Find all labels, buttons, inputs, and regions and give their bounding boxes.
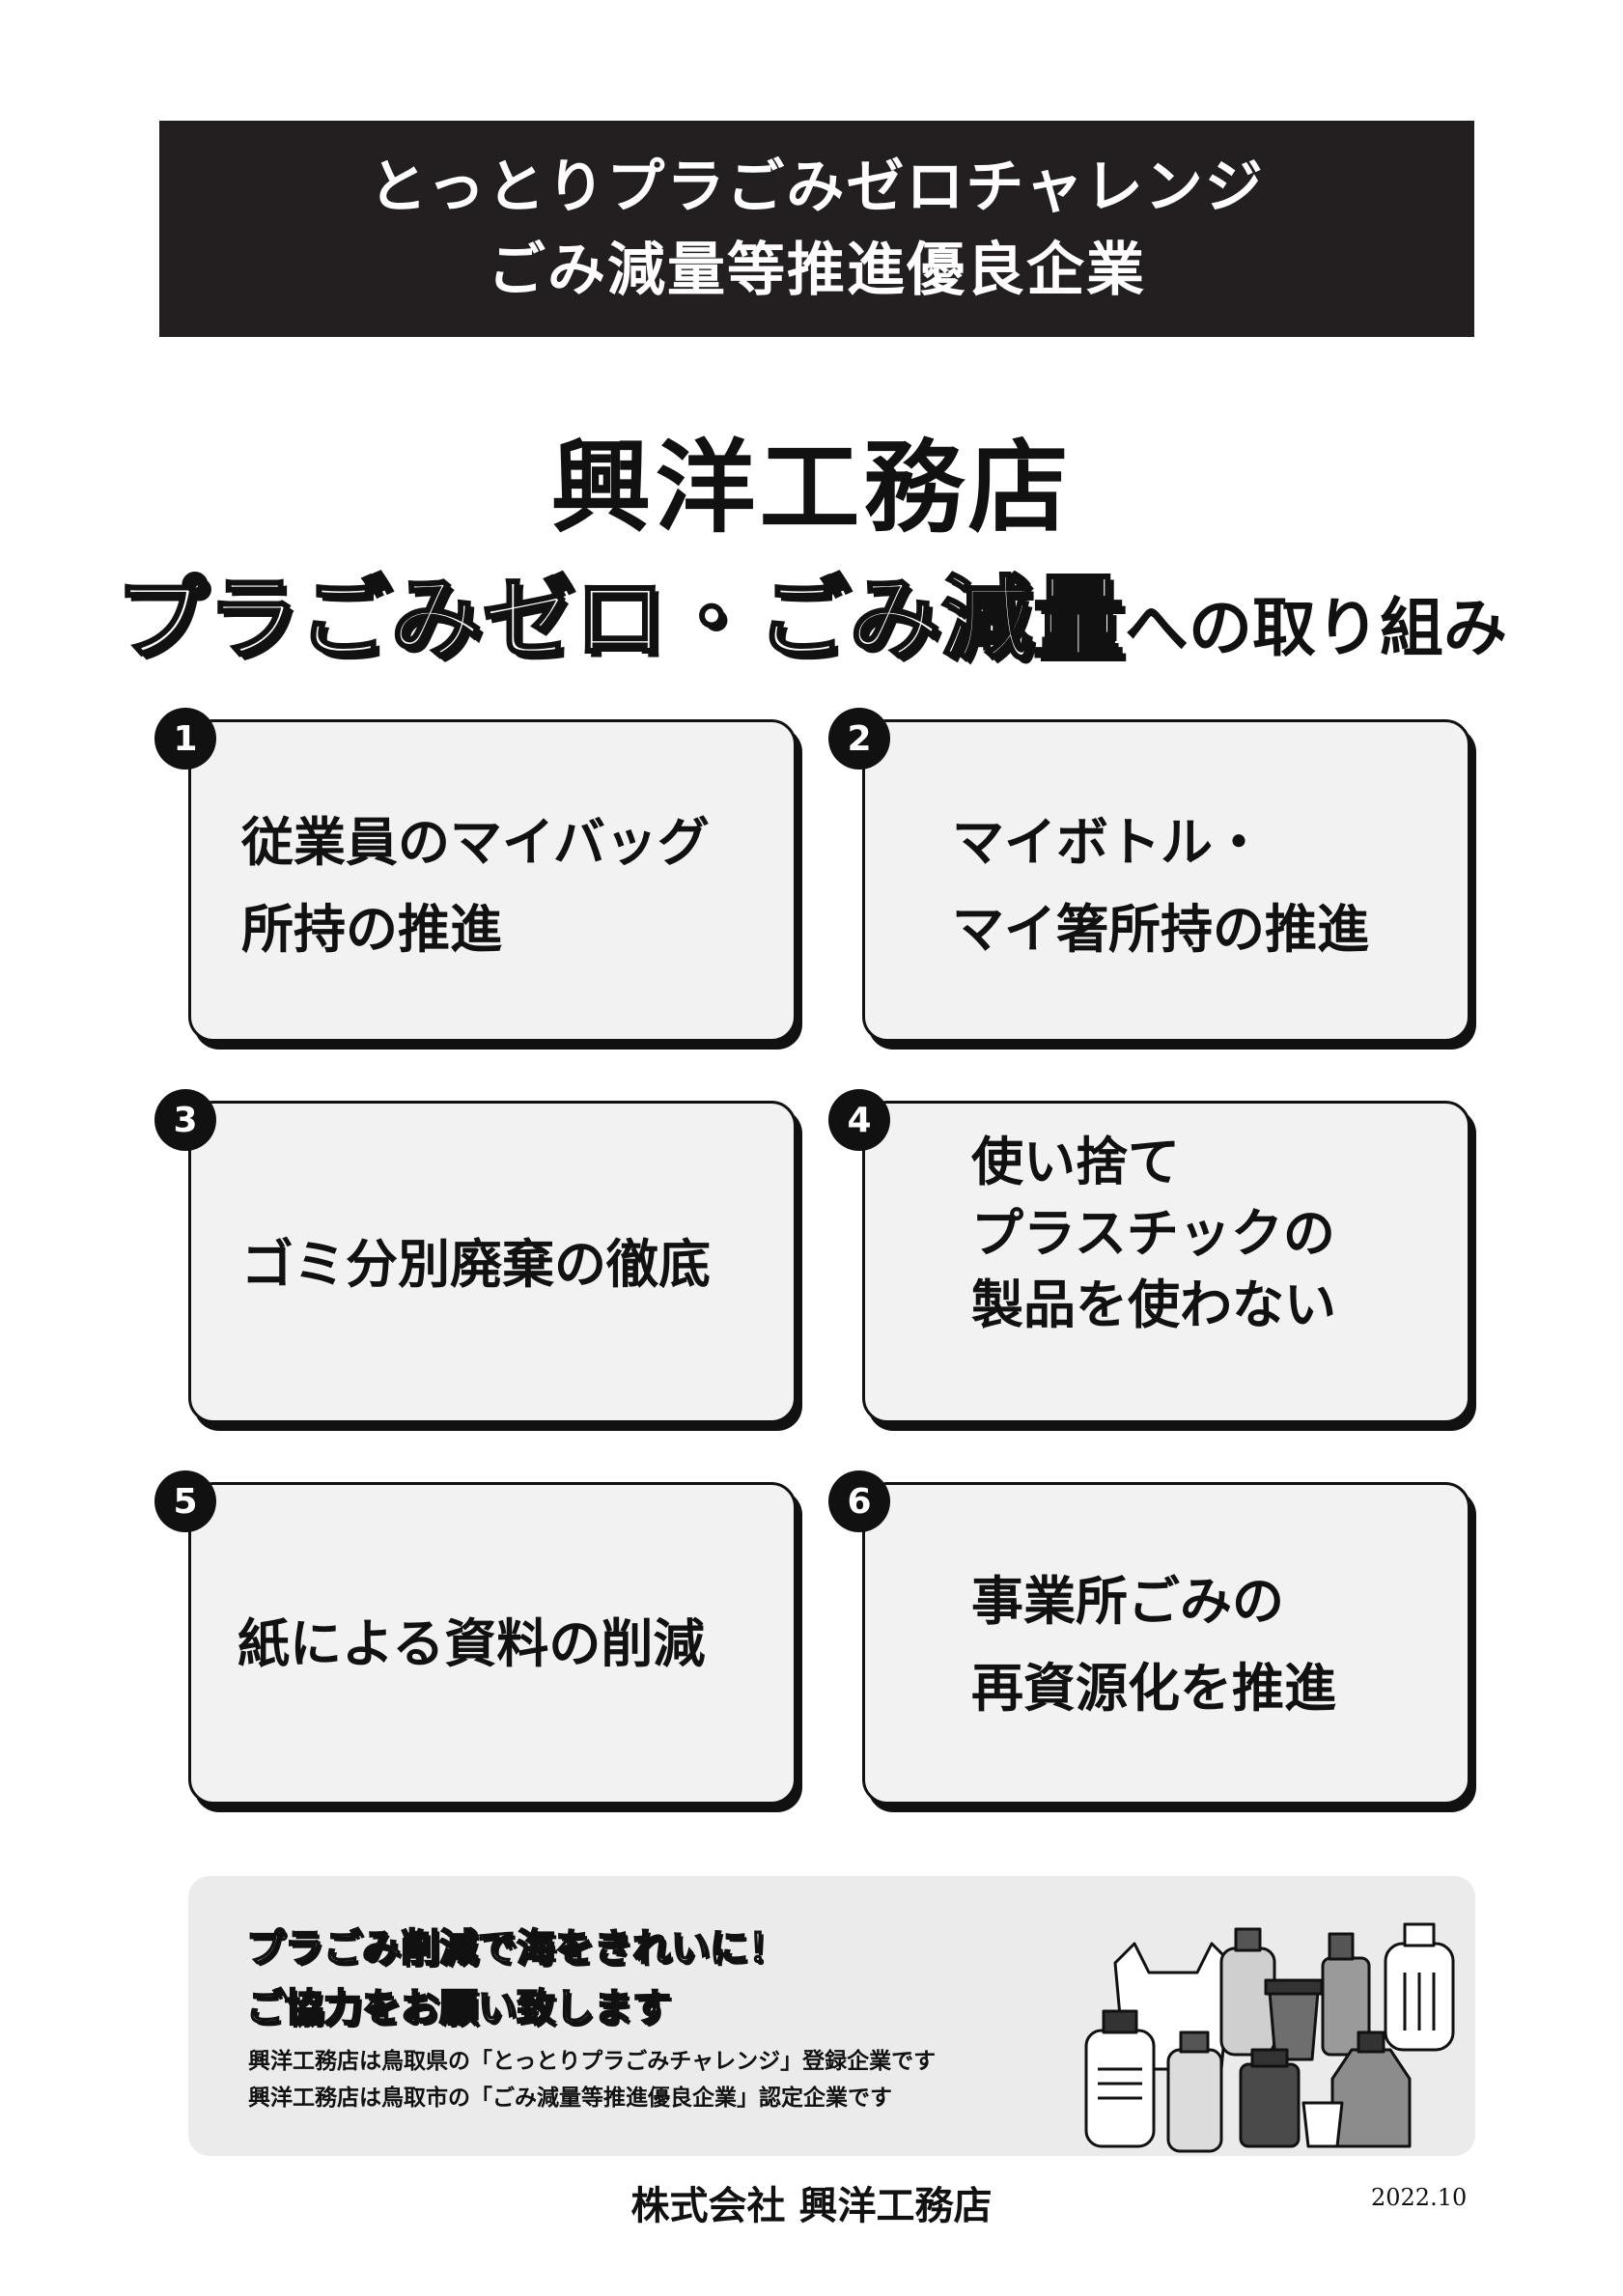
card-line: 紙による資料の削減	[238, 1613, 706, 1674]
card-line: ゴミ分別廃棄の徹底	[241, 1234, 711, 1295]
initiative-card-5: 紙による資料の削減	[188, 1482, 797, 1805]
info-box: プラごみ削減で海をきれいに！ ご協力をお願い致します 興洋工務店は鳥取県の「とっ…	[188, 1876, 1475, 2156]
card-text: 紙による資料の削減	[238, 1601, 705, 1688]
info-heading-2: ご協力をお願い致します	[245, 1985, 672, 2031]
initiative-card-6: 事業所ごみの 再資源化を推進	[862, 1482, 1470, 1805]
card-text: マイボトル・ マイ箸所持の推進	[952, 799, 1369, 973]
initiative-card-4: 使い捨て プラスチックの 製品を使わない	[862, 1101, 1470, 1423]
card-line: 製品を使わない	[971, 1274, 1336, 1335]
card-line: 使い捨て	[971, 1132, 1180, 1192]
card-text: ゴミ分別廃棄の徹底	[241, 1221, 711, 1308]
number-badge-2: 2	[828, 708, 890, 770]
info-note-1: 興洋工務店は鳥取県の「とっとりプラごみチャレンジ」登録企業です	[248, 2049, 937, 2074]
subtitle-outlined: プラごみゼロ・ごみ減量	[114, 566, 1125, 674]
banner-line-2: ごみ減量等推進優良企業	[488, 237, 1146, 304]
info-heading-1: プラごみ削減で海をきれいに！	[245, 1925, 788, 1972]
card-text: 従業員のマイバッグ 所持の推進	[241, 799, 710, 973]
banner-line-1: とっとりプラごみゼロチャレンジ	[369, 154, 1265, 221]
header-banner: とっとりプラごみゼロチャレンジ ごみ減量等推進優良企業	[159, 121, 1474, 337]
number-badge-5: 5	[154, 1470, 216, 1532]
footer-date: 2022.10	[1371, 2184, 1468, 2211]
card-line: プラスチックの	[971, 1203, 1335, 1264]
card-line: 再資源化を推進	[971, 1658, 1336, 1719]
plastic-waste-illustration-icon	[1084, 1922, 1455, 2153]
company-title: 興洋工務店	[550, 429, 1073, 546]
subtitle-plain: への取り組み	[1125, 591, 1507, 665]
number-badge-6: 6	[828, 1470, 890, 1532]
card-line: 事業所ごみの	[971, 1571, 1284, 1632]
number-badge-3: 3	[154, 1089, 216, 1151]
initiative-card-2: マイボトル・ マイ箸所持の推進	[862, 719, 1470, 1042]
initiative-card-1: 従業員のマイバッグ 所持の推進	[188, 719, 797, 1042]
card-line: 所持の推進	[241, 899, 502, 960]
initiative-card-3: ゴミ分別廃棄の徹底	[188, 1101, 797, 1423]
card-line: 従業員のマイバッグ	[241, 812, 710, 873]
card-line: マイボトル・	[952, 812, 1265, 873]
footer-company: 株式会社 興洋工務店	[630, 2183, 993, 2228]
subtitle: プラごみゼロ・ごみ減量への取り組み	[0, 546, 1623, 677]
card-text: 使い捨て プラスチックの 製品を使わない	[971, 1127, 1336, 1341]
number-badge-1: 1	[154, 708, 216, 770]
info-note-2: 興洋工務店は鳥取市の「ごみ減量等推進優良企業」認定企業です	[248, 2086, 892, 2111]
card-text: 事業所ごみの 再資源化を推進	[971, 1558, 1336, 1732]
number-badge-4: 4	[828, 1089, 890, 1151]
card-line: マイ箸所持の推進	[952, 899, 1369, 960]
